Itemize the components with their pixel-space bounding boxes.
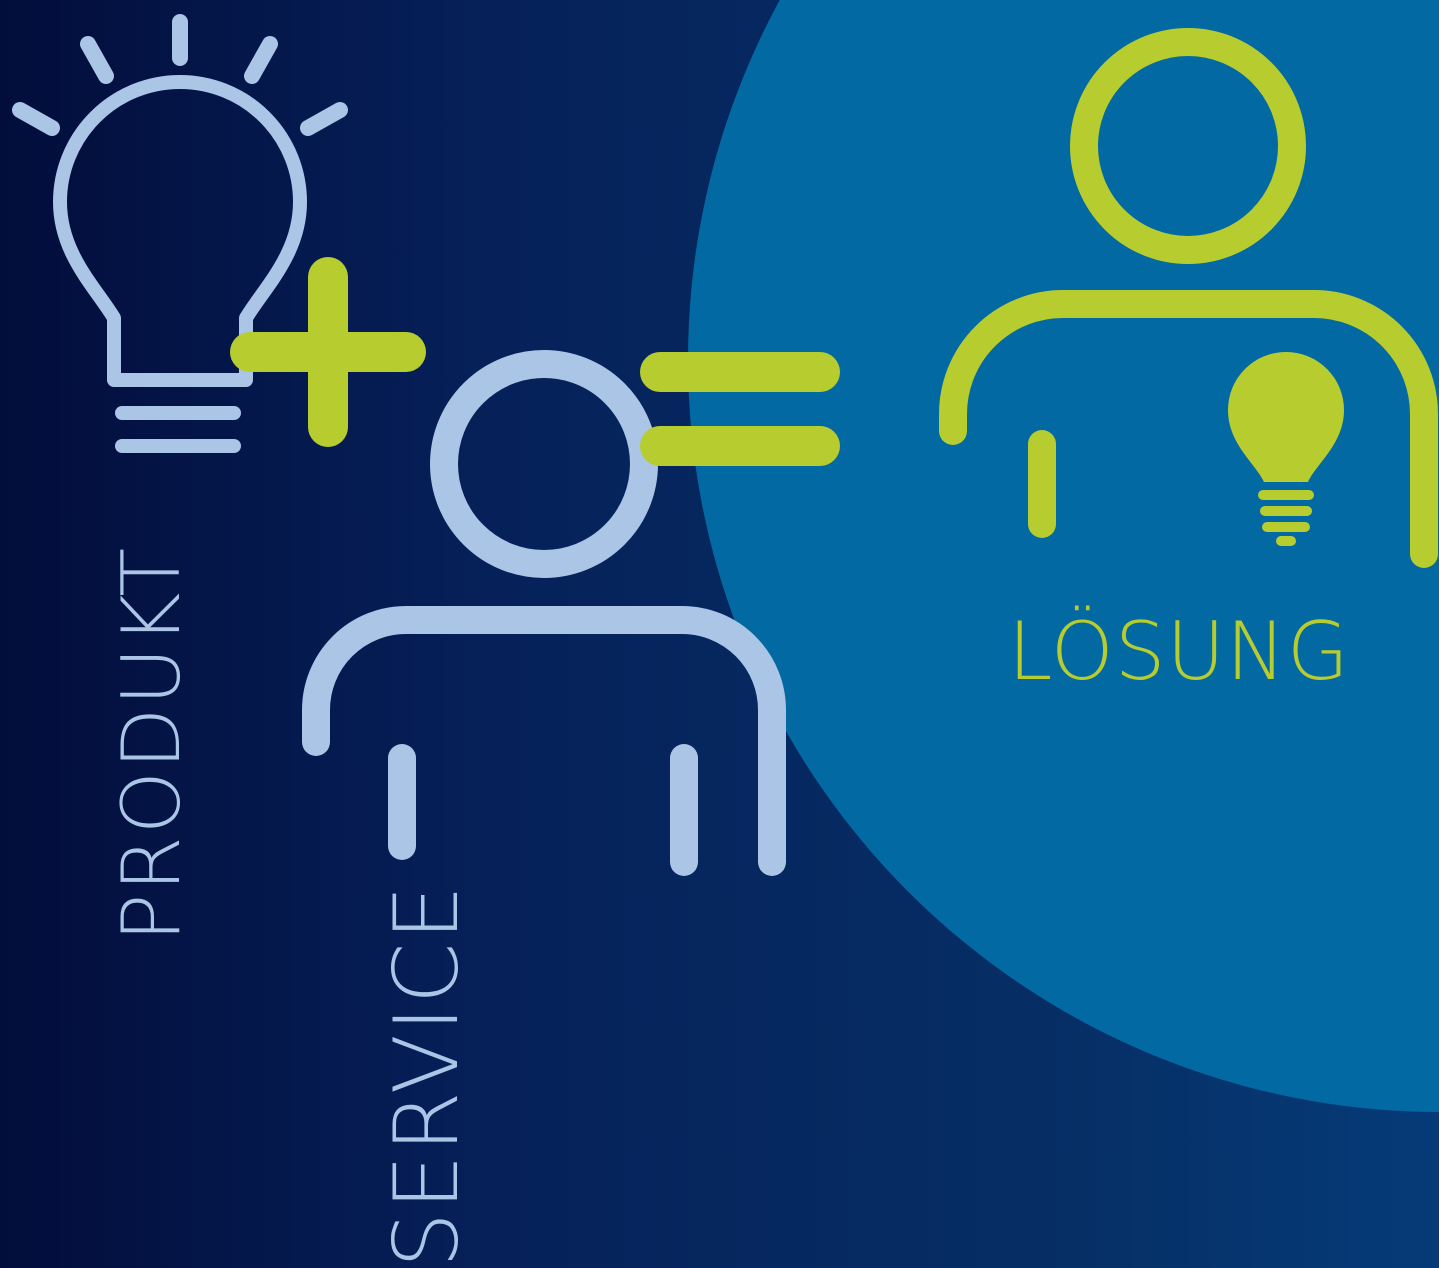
label-produkt: PRODUKT [105, 545, 198, 942]
small-bulb-icon [1228, 352, 1344, 546]
background-circle [688, 0, 1439, 1112]
label-service: SERVICE [375, 883, 478, 1268]
person-with-bulb-icon [939, 28, 1438, 568]
plus-icon [230, 257, 426, 447]
label-loesung: LÖSUNG [1008, 605, 1350, 698]
equals-icon [640, 352, 840, 466]
light-bulb-icon [12, 14, 348, 453]
person-icon [302, 350, 786, 876]
